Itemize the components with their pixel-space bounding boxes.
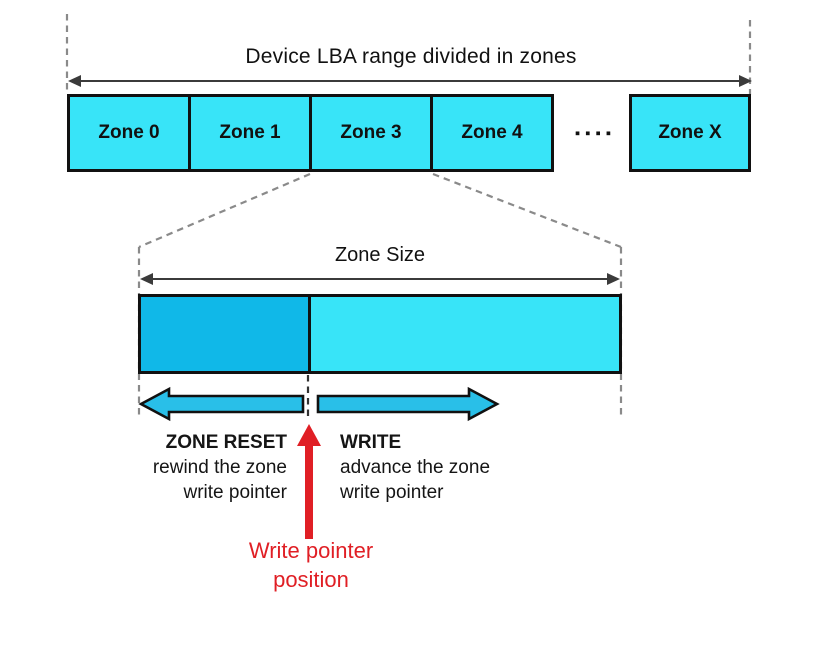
zone-unwritten-region xyxy=(311,297,619,371)
zone-size-arrow xyxy=(140,273,620,285)
zone-box-4: Zone 4 xyxy=(433,97,551,169)
zone-detail-bar xyxy=(138,294,622,374)
zoom-connector-right-dashed-line xyxy=(432,172,622,249)
lba-range-arrow xyxy=(68,75,752,87)
write-arrow-icon xyxy=(316,386,500,422)
zone-box-0: Zone 0 xyxy=(70,97,191,169)
zone-box-3: Zone 3 xyxy=(312,97,433,169)
zone-box-x: Zone X xyxy=(629,94,751,172)
zone-ellipsis-dots: ▪▪▪▪ xyxy=(574,124,617,142)
zone-box-1: Zone 1 xyxy=(191,97,312,169)
zone-reset-title: ZONE RESET xyxy=(165,432,287,453)
write-pointer-caption-line2: position xyxy=(273,567,349,592)
write-title: WRITE xyxy=(340,432,402,453)
zone-size-label: Zone Size xyxy=(334,244,426,266)
zone-written-region xyxy=(141,297,311,371)
diagram-title: Device LBA range divided in zones xyxy=(245,45,577,68)
zone-reset-caption: ZONE RESET rewind the zone write pointer xyxy=(87,430,287,505)
zone-row: Zone 0 Zone 1 Zone 3 Zone 4 xyxy=(67,94,554,172)
write-caption: WRITE advance the zone write pointer xyxy=(340,430,560,505)
write-desc-line2: write pointer xyxy=(340,482,444,503)
write-pointer-caption: Write pointer position xyxy=(211,536,411,594)
zone-reset-desc-line2: write pointer xyxy=(183,482,288,503)
write-desc-line1: advance the zone xyxy=(340,457,491,478)
zone-reset-arrow-icon xyxy=(138,386,305,422)
write-pointer-caption-line1: Write pointer xyxy=(248,538,374,563)
zoom-connector-left-dashed-line xyxy=(138,172,311,249)
zone-reset-desc-line1: rewind the zone xyxy=(152,457,287,478)
write-pointer-arrow-icon xyxy=(297,424,321,539)
